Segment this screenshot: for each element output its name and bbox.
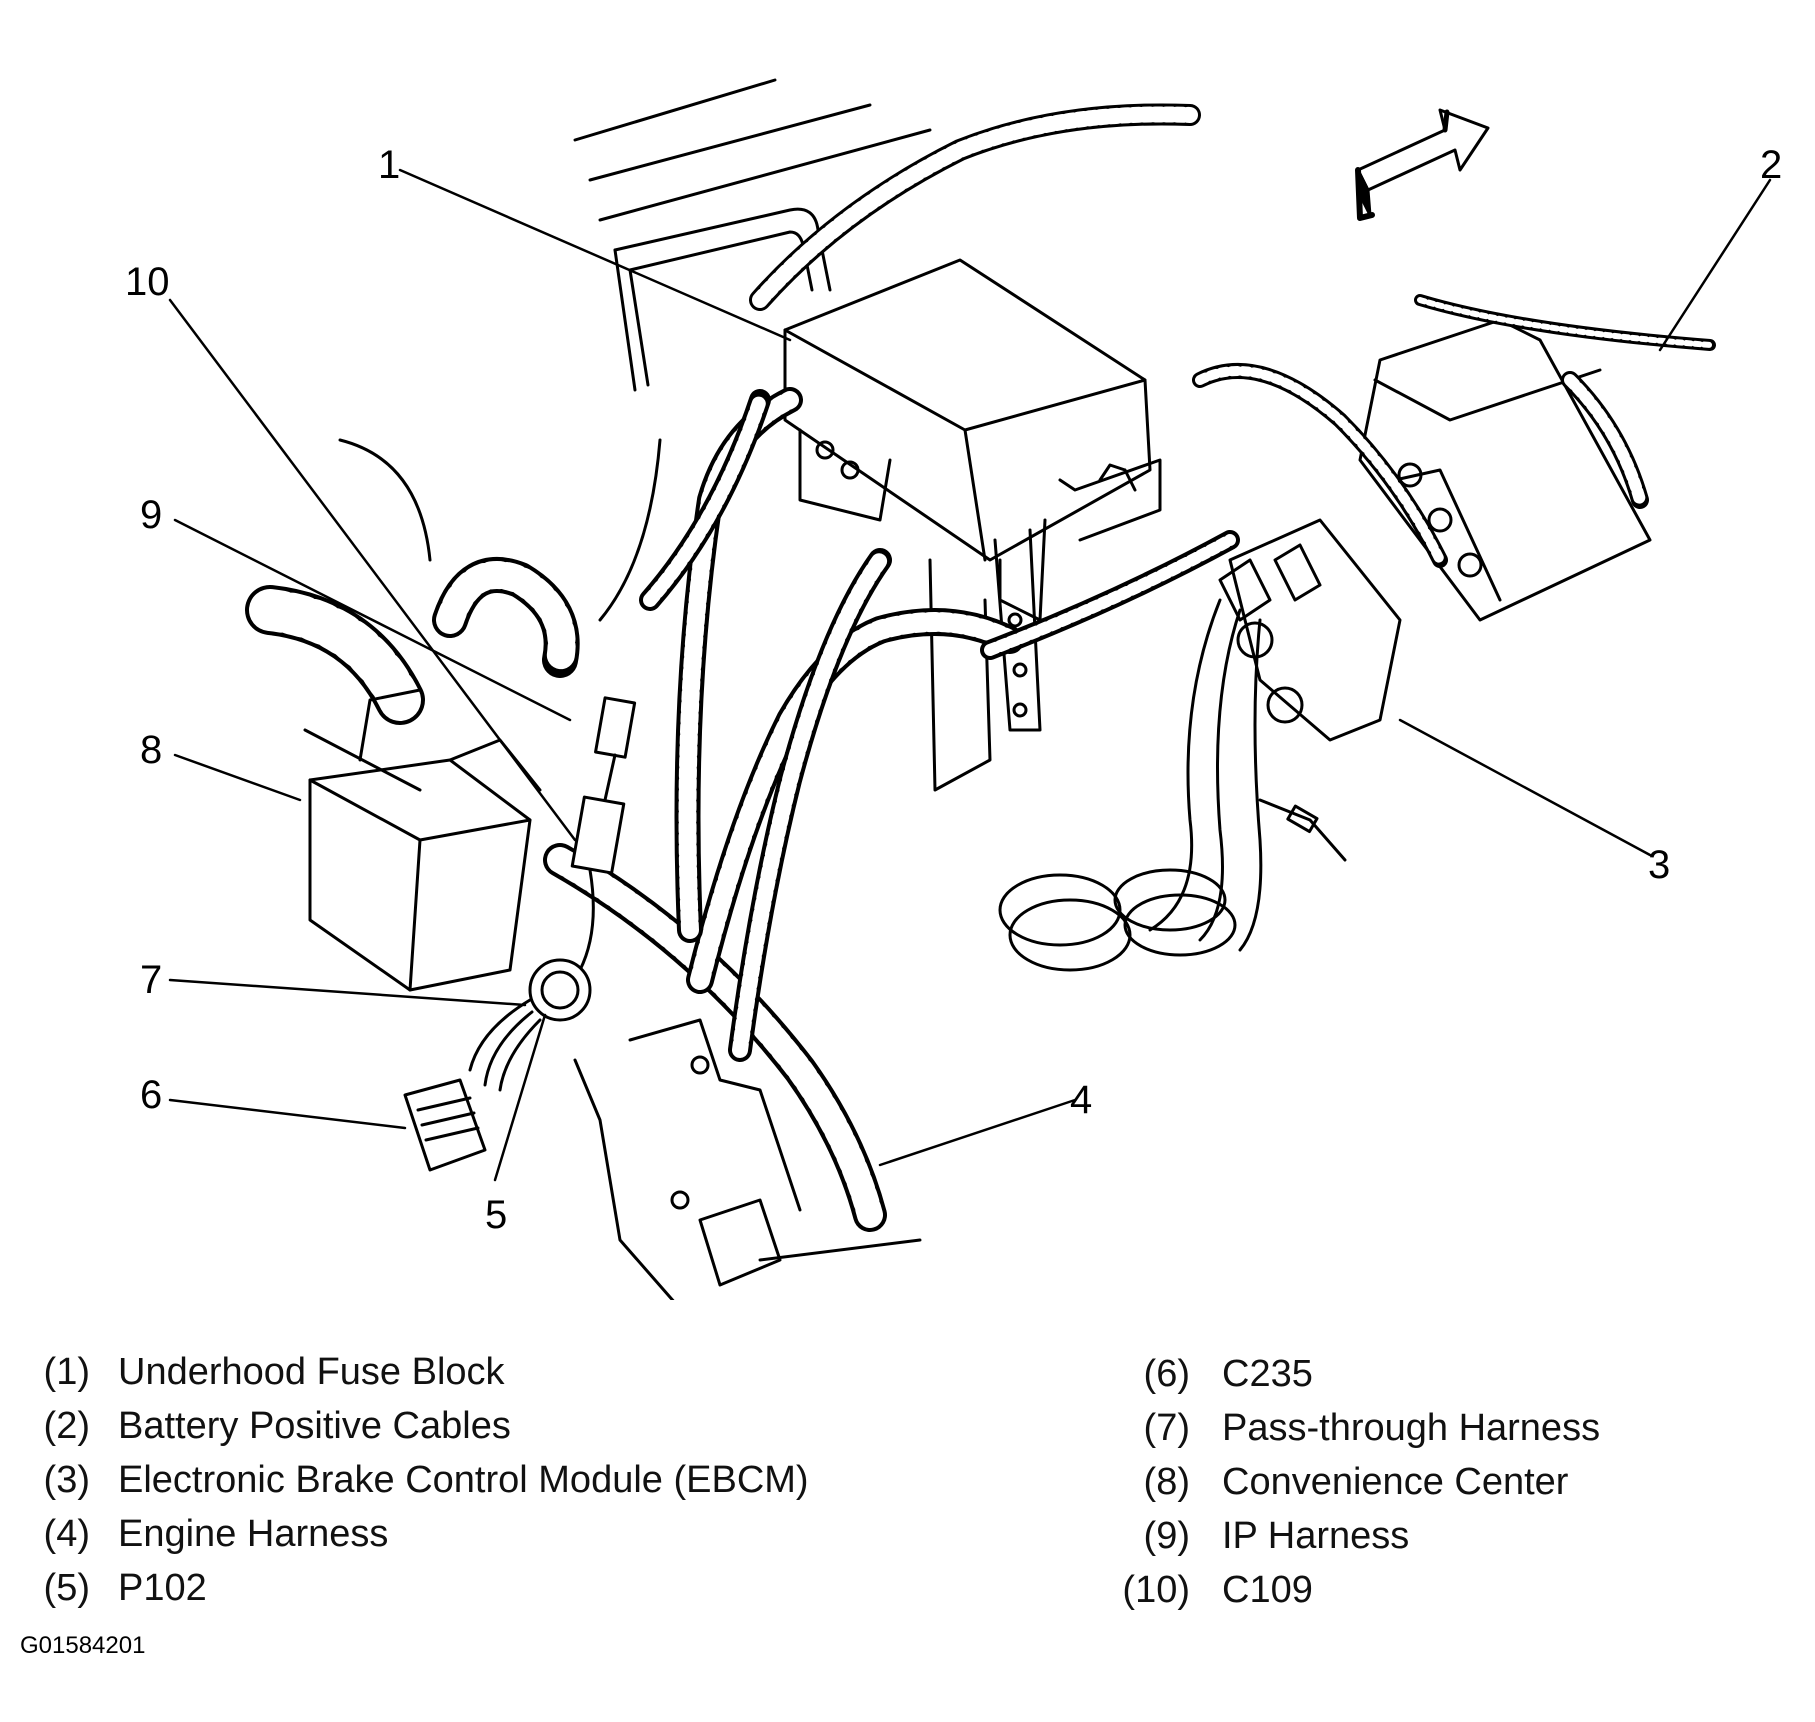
battery-positive-cables [1192,294,1716,568]
c109-connector [570,696,637,972]
callout-2: 2 [1760,143,1783,187]
legend-label: C109 [1222,1569,1313,1611]
front-direction-arrow [1355,108,1490,221]
c235-connector [403,1078,487,1172]
legend-number: (2) [43,1405,90,1447]
callout-4: 4 [1070,1078,1093,1122]
callout-5: 5 [485,1193,508,1237]
underhood-fuse-block [783,258,1162,622]
convenience-center [303,688,542,992]
callout-9: 9 [140,493,163,537]
callout-1: 1 [378,143,401,187]
callout-8: 8 [140,728,163,772]
legend-number: (4) [43,1513,90,1555]
legend-label: Electronic Brake Control Module (EBCM) [118,1459,809,1501]
callout-6: 6 [140,1073,163,1117]
legend-label: C235 [1222,1353,1313,1395]
pass-through-harness [468,958,592,1092]
legend-label: Underhood Fuse Block [118,1351,505,1393]
legend-number: (7) [1143,1407,1190,1449]
leader-lines [168,168,1772,1182]
legend-number: (8) [1143,1461,1190,1503]
legend-label: Pass-through Harness [1222,1407,1601,1449]
body-panel-lines [573,78,932,392]
legend-label: Battery Positive Cables [118,1405,511,1447]
legend-number: (9) [1143,1515,1190,1557]
legend-label: P102 [118,1567,207,1609]
upper-harness [749,103,1201,311]
legend-label: Convenience Center [1222,1461,1569,1503]
legend-number: (1) [43,1351,90,1393]
engine-harness [543,387,1240,1232]
lower-bracket [573,1018,922,1300]
legend-left: (1) Underhood Fuse Block (2) Battery Pos… [30,1345,890,1625]
legend-number: (6) [1143,1353,1190,1395]
legend-label: IP Harness [1222,1515,1410,1557]
legend-number: (3) [43,1459,90,1501]
callout-3: 3 [1648,843,1671,887]
figure-id: G01584201 [20,1632,146,1659]
legend-label: Engine Harness [118,1513,389,1555]
brake-lines [998,598,1347,972]
callout-10: 10 [125,260,170,304]
callout-7: 7 [140,958,163,1002]
legend-right: (6) C235 (7) Pass-through Harness (8) Co… [1100,1347,1800,1627]
legend-number: (5) [43,1567,90,1609]
legend-number: (10) [1122,1569,1190,1611]
wiring-diagram [168,78,1772,1300]
ip-harness [245,438,662,725]
